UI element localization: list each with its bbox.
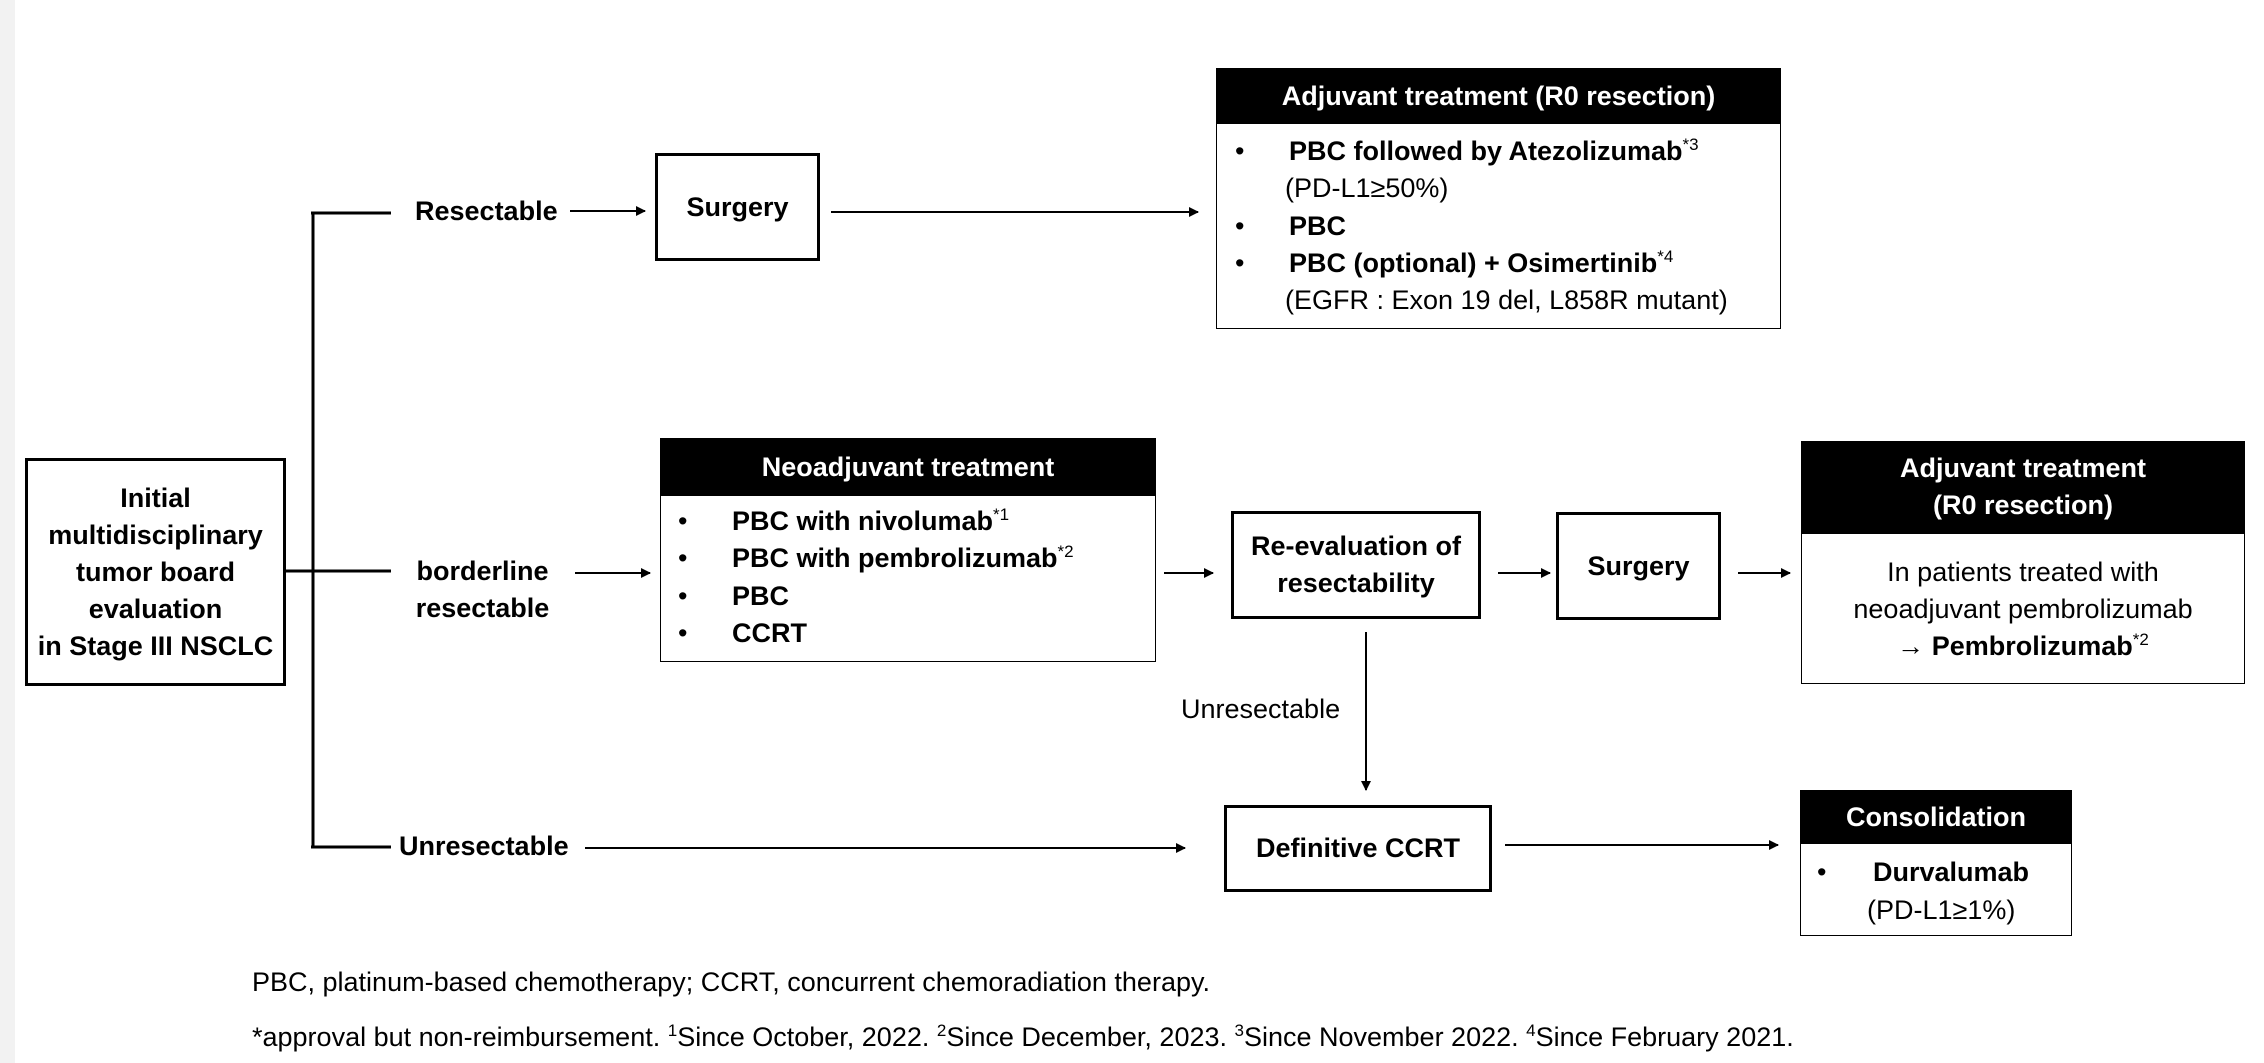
- adjuvant-top-header: Adjuvant treatment (R0 resection): [1217, 69, 1780, 124]
- neoadjuvant-item-text-wrap: PBC with pembrolizumab*2: [732, 540, 1074, 577]
- reevaluation-box: Re-evaluation of resectability: [1231, 511, 1481, 619]
- adjuvant-mid-drug-line: → Pembrolizumab*2: [1802, 628, 2244, 665]
- bullet: •: [678, 581, 688, 611]
- consolidation-subtext: (PD-L1≥1%): [1867, 895, 2016, 925]
- footnote-number: 3: [1234, 1021, 1244, 1040]
- adjuvant-mid-line: neoadjuvant pembrolizumab: [1853, 594, 2193, 624]
- borderline-label-line: borderline: [416, 556, 549, 586]
- surgery-box-mid: Surgery: [1556, 512, 1721, 620]
- consolidation-header: Consolidation: [1801, 791, 2071, 844]
- adjuvant-mid-line: In patients treated with: [1887, 557, 2159, 587]
- footnote-number: 2: [936, 1021, 947, 1040]
- neoadjuvant-item-text: PBC with pembrolizumab: [732, 543, 1058, 573]
- footnote-abbreviations: PBC, platinum-based chemotherapy; CCRT, …: [252, 967, 1210, 997]
- neoadjuvant-item-text-wrap: PBC with nivolumab*1: [732, 503, 1009, 540]
- footnote-note-text: Since December, 2023.: [946, 1022, 1235, 1052]
- footnote-mark: *3: [1682, 135, 1699, 154]
- borderline-label-line: resectable: [415, 593, 550, 623]
- adjuvant-top-item-text-wrap: PBC (optional) + Osimertinib*4: [1289, 245, 1673, 282]
- footnote-mark: *2: [1057, 542, 1074, 561]
- resectable-label: Resectable: [415, 196, 558, 226]
- adjuvant-top-item-subtext: (PD-L1≥50%): [1285, 173, 1449, 203]
- neoadjuvant-item-text: CCRT: [732, 618, 807, 648]
- adjuvant-mid-drug: Pembrolizumab: [1931, 631, 2133, 661]
- adjuvant-mid-header-line: Adjuvant treatment: [1899, 453, 2147, 483]
- adjuvant-top-item-text-wrap: PBC followed by Atezolizumab*3: [1289, 133, 1699, 170]
- definitive-ccrt-box: Definitive CCRT: [1224, 805, 1492, 892]
- neoadjuvant-treatment-box: Neoadjuvant treatment • PBC with nivolum…: [660, 438, 1156, 662]
- consolidation-box: Consolidation • Durvalumab (PD-L1≥1%): [1800, 790, 2072, 936]
- adjuvant-top-item-text: PBC (optional) + Osimertinib: [1289, 248, 1658, 278]
- adjuvant-top-item-text: PBC: [1289, 211, 1347, 241]
- bullet: •: [678, 543, 688, 573]
- adjuvant-treatment-box-top: Adjuvant treatment (R0 resection) • PBC …: [1216, 68, 1781, 329]
- footnote-mark: *1: [993, 505, 1010, 524]
- left-margin-stripe: [0, 0, 15, 1063]
- initial-evaluation-box: Initial multidisciplinary tumor board ev…: [25, 458, 286, 686]
- initial-evaluation-line: evaluation: [88, 593, 223, 624]
- initial-evaluation-line: in Stage III NSCLC: [37, 630, 274, 661]
- bullet: •: [678, 618, 688, 648]
- initial-evaluation-line: tumor board: [76, 556, 235, 587]
- bullet: •: [1235, 136, 1245, 166]
- footnote-note-text: Since October, 2022.: [677, 1022, 937, 1052]
- neoadjuvant-item-text: PBC with nivolumab: [732, 506, 994, 536]
- borderline-resectable-label: borderline resectable: [400, 553, 565, 627]
- surgery-box-top: Surgery: [655, 153, 820, 261]
- footnote-approvals: *approval but non-reimbursement. 1Since …: [252, 1019, 1794, 1056]
- footnote-note-text: Since November 2022.: [1243, 1022, 1527, 1052]
- adjuvant-treatment-box-mid: Adjuvant treatment (R0 resection) In pat…: [1801, 441, 2245, 684]
- footnote-number: 4: [1526, 1021, 1536, 1040]
- footnote-number: 1: [667, 1021, 678, 1040]
- footnote-mark: *2: [2132, 630, 2149, 649]
- unresectable-vertical-label: Unresectable: [1181, 694, 1341, 724]
- footnote-approval-text: *approval but non-reimbursement.: [252, 1022, 668, 1052]
- reevaluation-line: Re-evaluation of: [1250, 531, 1462, 561]
- consolidation-drug: Durvalumab: [1873, 857, 2030, 887]
- adjuvant-top-item-text: PBC followed by Atezolizumab: [1289, 136, 1683, 166]
- bullet: •: [678, 506, 688, 536]
- initial-evaluation-line: multidisciplinary: [48, 519, 263, 550]
- adjuvant-mid-header: Adjuvant treatment (R0 resection): [1802, 442, 2244, 534]
- bullet: •: [1235, 248, 1245, 278]
- bullet: •: [1235, 211, 1245, 241]
- adjuvant-top-item-subtext: (EGFR : Exon 19 del, L858R mutant): [1285, 285, 1728, 315]
- initial-evaluation-line: Initial: [120, 482, 191, 513]
- footnote-mark: *4: [1657, 247, 1674, 266]
- neoadjuvant-header: Neoadjuvant treatment: [661, 439, 1155, 496]
- unresectable-label: Unresectable: [399, 831, 569, 861]
- reevaluation-line: resectability: [1277, 568, 1435, 598]
- neoadjuvant-item-text: PBC: [732, 581, 790, 611]
- adjuvant-mid-header-line: (R0 resection): [1932, 490, 2114, 520]
- bullet: •: [1817, 857, 1827, 887]
- right-arrow-icon: →: [1897, 631, 1925, 661]
- footnote-note-text: Since February 2021.: [1535, 1022, 1794, 1052]
